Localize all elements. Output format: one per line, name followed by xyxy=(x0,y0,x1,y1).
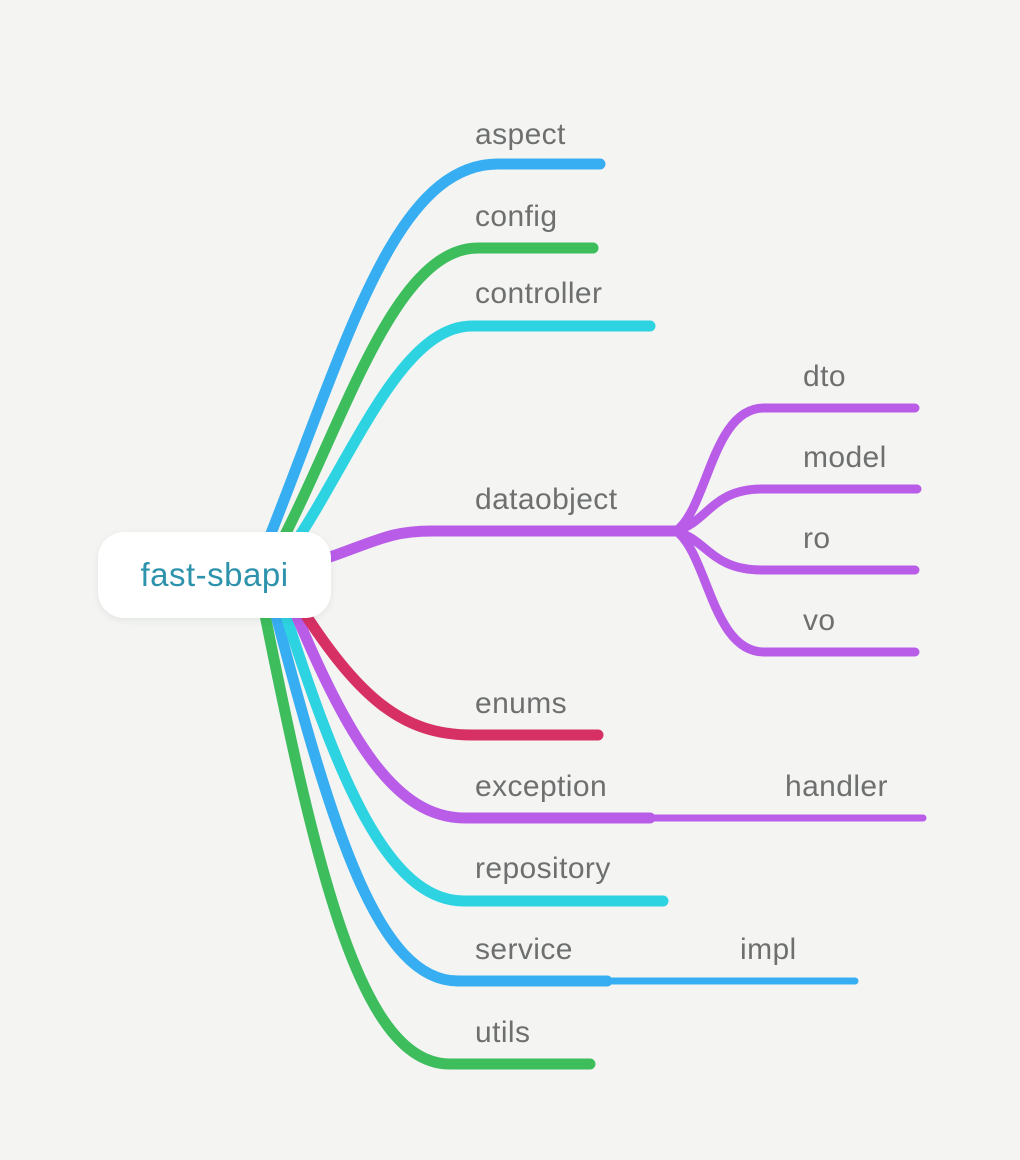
topic-controller[interactable]: controller xyxy=(475,277,603,310)
branch-line-repository xyxy=(275,594,669,907)
topic-impl[interactable]: impl xyxy=(740,933,797,966)
topic-handler[interactable]: handler xyxy=(785,770,888,803)
branch-line-exception xyxy=(284,594,656,824)
topic-ro[interactable]: ro xyxy=(803,522,831,555)
branch-line-vo xyxy=(671,526,920,657)
topic-dto[interactable]: dto xyxy=(803,360,846,393)
branch-line-controller xyxy=(280,320,656,562)
branch-line-dataobject xyxy=(324,525,682,563)
topic-model[interactable]: model xyxy=(803,441,887,474)
root-topic[interactable]: fast-sbapi xyxy=(98,532,331,618)
topic-dataobject[interactable]: dataobject xyxy=(475,483,618,516)
branch-line-config xyxy=(268,242,599,562)
topic-aspect[interactable]: aspect xyxy=(475,118,566,151)
topic-enums[interactable]: enums xyxy=(475,687,568,720)
branch-line-model xyxy=(671,484,922,536)
topic-config[interactable]: config xyxy=(475,200,558,233)
branch-line-dto xyxy=(671,403,920,536)
branch-line-utils xyxy=(256,594,596,1070)
branch-line-aspect xyxy=(256,158,606,562)
topic-exception[interactable]: exception xyxy=(475,770,608,803)
topic-repository[interactable]: repository xyxy=(475,852,611,885)
root-topic-label: fast-sbapi xyxy=(140,556,289,593)
branch-line-service xyxy=(266,594,613,987)
topic-utils[interactable]: utils xyxy=(475,1016,531,1049)
topic-vo[interactable]: vo xyxy=(803,604,836,637)
branch-line-enums xyxy=(290,594,604,741)
topic-service[interactable]: service xyxy=(475,933,573,966)
branch-line-ro xyxy=(671,526,920,575)
